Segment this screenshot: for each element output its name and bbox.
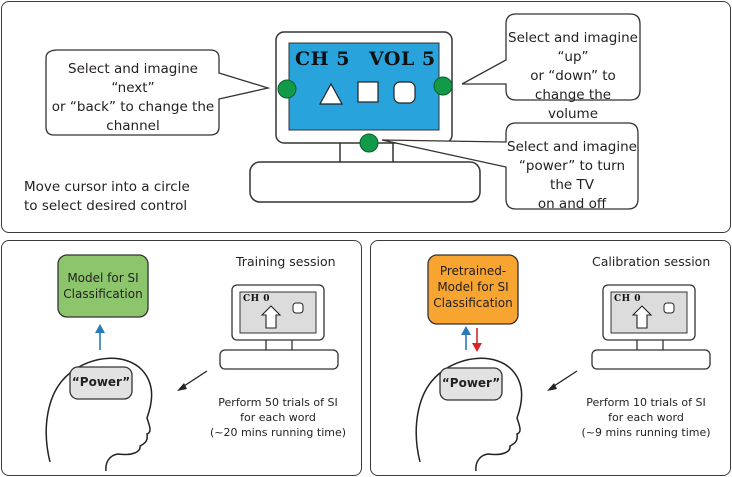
calibration-monitor-base bbox=[591, 349, 711, 370]
training-thought-bubble bbox=[69, 366, 133, 400]
training-model-box bbox=[57, 254, 149, 318]
calibration-model-label: Pretrained- Model for SI Classification bbox=[433, 264, 513, 310]
training-model-label: Model for SI Classification bbox=[63, 271, 143, 301]
calibration-session-title: Calibration session bbox=[592, 254, 711, 269]
calibration-arrow-down-icon bbox=[472, 343, 482, 352]
callout-volume-text: Select and imagine “up” or “down” to cha… bbox=[508, 30, 638, 122]
callout-power-bubble bbox=[381, 122, 639, 210]
tv-channel-label: CH 5 bbox=[295, 48, 350, 70]
calibration-pointer-arrow-icon bbox=[547, 383, 557, 391]
callout-channel-bubble bbox=[45, 49, 271, 136]
channel-control-circle bbox=[277, 79, 297, 99]
training-screen-label: CH 0 bbox=[243, 294, 271, 304]
calibration-thought-bubble bbox=[439, 367, 503, 401]
training-rounded-square-icon bbox=[292, 302, 304, 314]
volume-control-circle bbox=[433, 76, 453, 96]
calibration-thought-word: “Power” bbox=[441, 376, 501, 390]
calibration-screen-label: CH 0 bbox=[614, 294, 642, 304]
calibration-arrow-up-icon bbox=[461, 326, 471, 335]
calibration-model-box bbox=[427, 254, 519, 325]
training-arrow-up-icon bbox=[95, 324, 105, 333]
training-monitor-base bbox=[219, 349, 339, 370]
training-session-title: Training session bbox=[236, 254, 336, 269]
callout-channel-text: Select and imagine “next” or “back” to c… bbox=[51, 61, 215, 134]
square-icon bbox=[357, 81, 379, 103]
training-thought-word: “Power” bbox=[71, 375, 131, 389]
calibration-up-arrow-icon bbox=[631, 305, 653, 329]
training-up-arrow-icon bbox=[260, 305, 282, 329]
training-description: Perform 50 trials of SI for each word (~… bbox=[209, 396, 347, 439]
callout-power-text: Select and imagine “power” to turn the T… bbox=[507, 139, 637, 212]
training-pointer-arrow-icon bbox=[177, 383, 187, 391]
calibration-rounded-square-icon bbox=[663, 302, 675, 314]
calibration-description: Perform 10 trials of SI for each word (~… bbox=[581, 396, 711, 439]
tv-base bbox=[249, 161, 481, 203]
power-control-circle bbox=[359, 133, 379, 153]
callout-volume-bubble bbox=[461, 13, 641, 101]
rounded-square-icon bbox=[393, 81, 416, 104]
instruction-text: Move cursor into a circle to select desi… bbox=[24, 179, 190, 214]
tv-volume-label: VOL 5 bbox=[369, 48, 436, 70]
triangle-icon bbox=[318, 82, 344, 105]
